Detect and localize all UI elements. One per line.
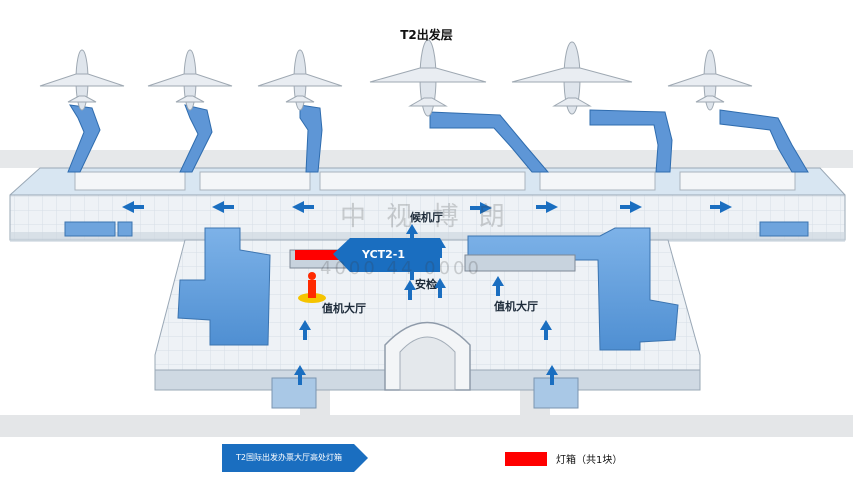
callout-code: YCT2-1 <box>362 248 406 261</box>
lightbox-marker[interactable] <box>295 250 340 260</box>
label-checkin-right: 值机大厅 <box>494 300 538 313</box>
checkin-island-left <box>177 227 271 346</box>
label-checkin-left: 值机大厅 <box>322 302 366 315</box>
apron-road <box>0 150 853 168</box>
map-title: T2出发层 <box>400 28 453 42</box>
departure-hall <box>154 239 701 409</box>
security-lanes-right <box>464 254 576 272</box>
aircraft <box>39 39 753 117</box>
legend-swatch <box>505 452 547 466</box>
ad-position-badge: T2国际出发办票大厅高处灯箱 <box>222 444 368 472</box>
badge-text: T2国际出发办票大厅高处灯箱 <box>236 453 342 462</box>
watermark-phone: 4000 44 0000 <box>320 258 482 279</box>
jet-bridges <box>67 104 809 173</box>
watermark-brand: 中 视 博 朗 <box>340 202 511 232</box>
landside-road <box>0 415 853 437</box>
label-security: 安检 <box>415 278 437 291</box>
yct-callout[interactable] <box>333 238 440 272</box>
legend-label: 灯箱（共1块） <box>556 455 623 466</box>
label-waiting-hall: 候机厅 <box>410 211 443 224</box>
concourse-pier <box>9 167 846 242</box>
